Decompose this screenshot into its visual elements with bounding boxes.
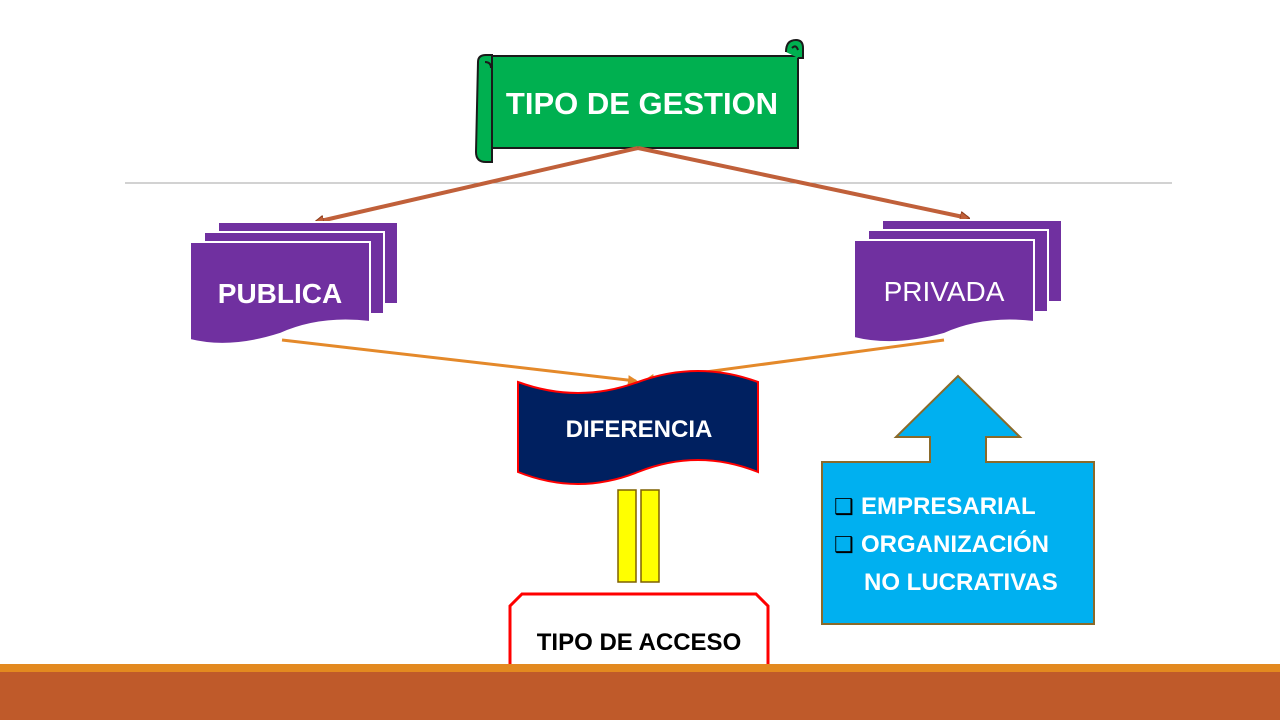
callout-item-label: ORGANIZACIÓN [861, 530, 1049, 558]
tipo-acceso-label: TIPO DE ACCESO [537, 629, 741, 656]
arrow-to-publica [316, 146, 639, 222]
title-scroll-banner: TIPO DE GESTION [474, 38, 804, 163]
footer-band [0, 672, 1280, 720]
privada-types-callout: ❑ EMPRESARIAL ❑ ORGANIZACIÓN NO LUCRATIV… [821, 374, 1095, 625]
privada-document-stack: PRIVADA [853, 219, 1063, 344]
arrow-publica-to-diferencia [281, 338, 638, 386]
callout-item-label-continued: NO LUCRATIVAS [864, 569, 1058, 596]
publica-document-stack: PUBLICA [189, 221, 399, 345]
privada-label: PRIVADA [884, 276, 1005, 307]
publica-label: PUBLICA [218, 278, 342, 309]
bullet-icon: ❑ [834, 494, 854, 519]
callout-item-2: ❑ ORGANIZACIÓN [834, 530, 1049, 558]
bullet-icon: ❑ [834, 532, 854, 557]
callout-item-1: ❑ EMPRESARIAL [834, 493, 1036, 520]
arrow-to-privada [637, 146, 968, 218]
equals-sign [617, 489, 660, 583]
footer-accent-strip [0, 664, 1280, 672]
diferencia-label: DIFERENCIA [566, 416, 713, 443]
diferencia-wave-box: DIFERENCIA [517, 370, 759, 485]
title-banner-label: TIPO DE GESTION [506, 86, 778, 121]
callout-item-label: EMPRESARIAL [861, 493, 1036, 520]
